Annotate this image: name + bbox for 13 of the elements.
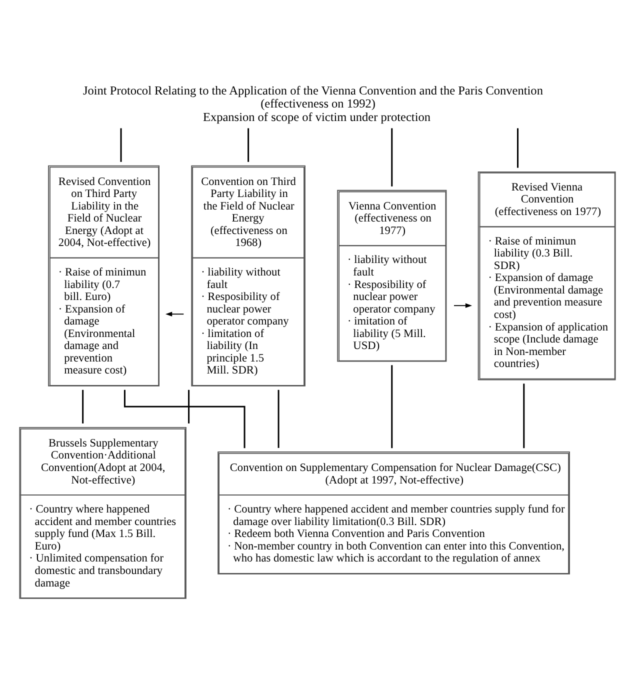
connector [248, 128, 250, 162]
arrow [454, 303, 472, 308]
connector [120, 128, 122, 162]
node-text: Joint Protocol Relating to the Application of the Vienna Convention and the Paris Convention (effectiveness on 1992) Expansion of scope of victim under protection [82, 83, 543, 124]
connector [517, 128, 519, 168]
connector [523, 384, 525, 448]
connector [391, 128, 393, 186]
connector [278, 390, 280, 448]
connector [188, 390, 190, 424]
arrow [165, 312, 184, 316]
connector [124, 390, 246, 448]
connector [391, 365, 393, 448]
connector [82, 390, 84, 424]
